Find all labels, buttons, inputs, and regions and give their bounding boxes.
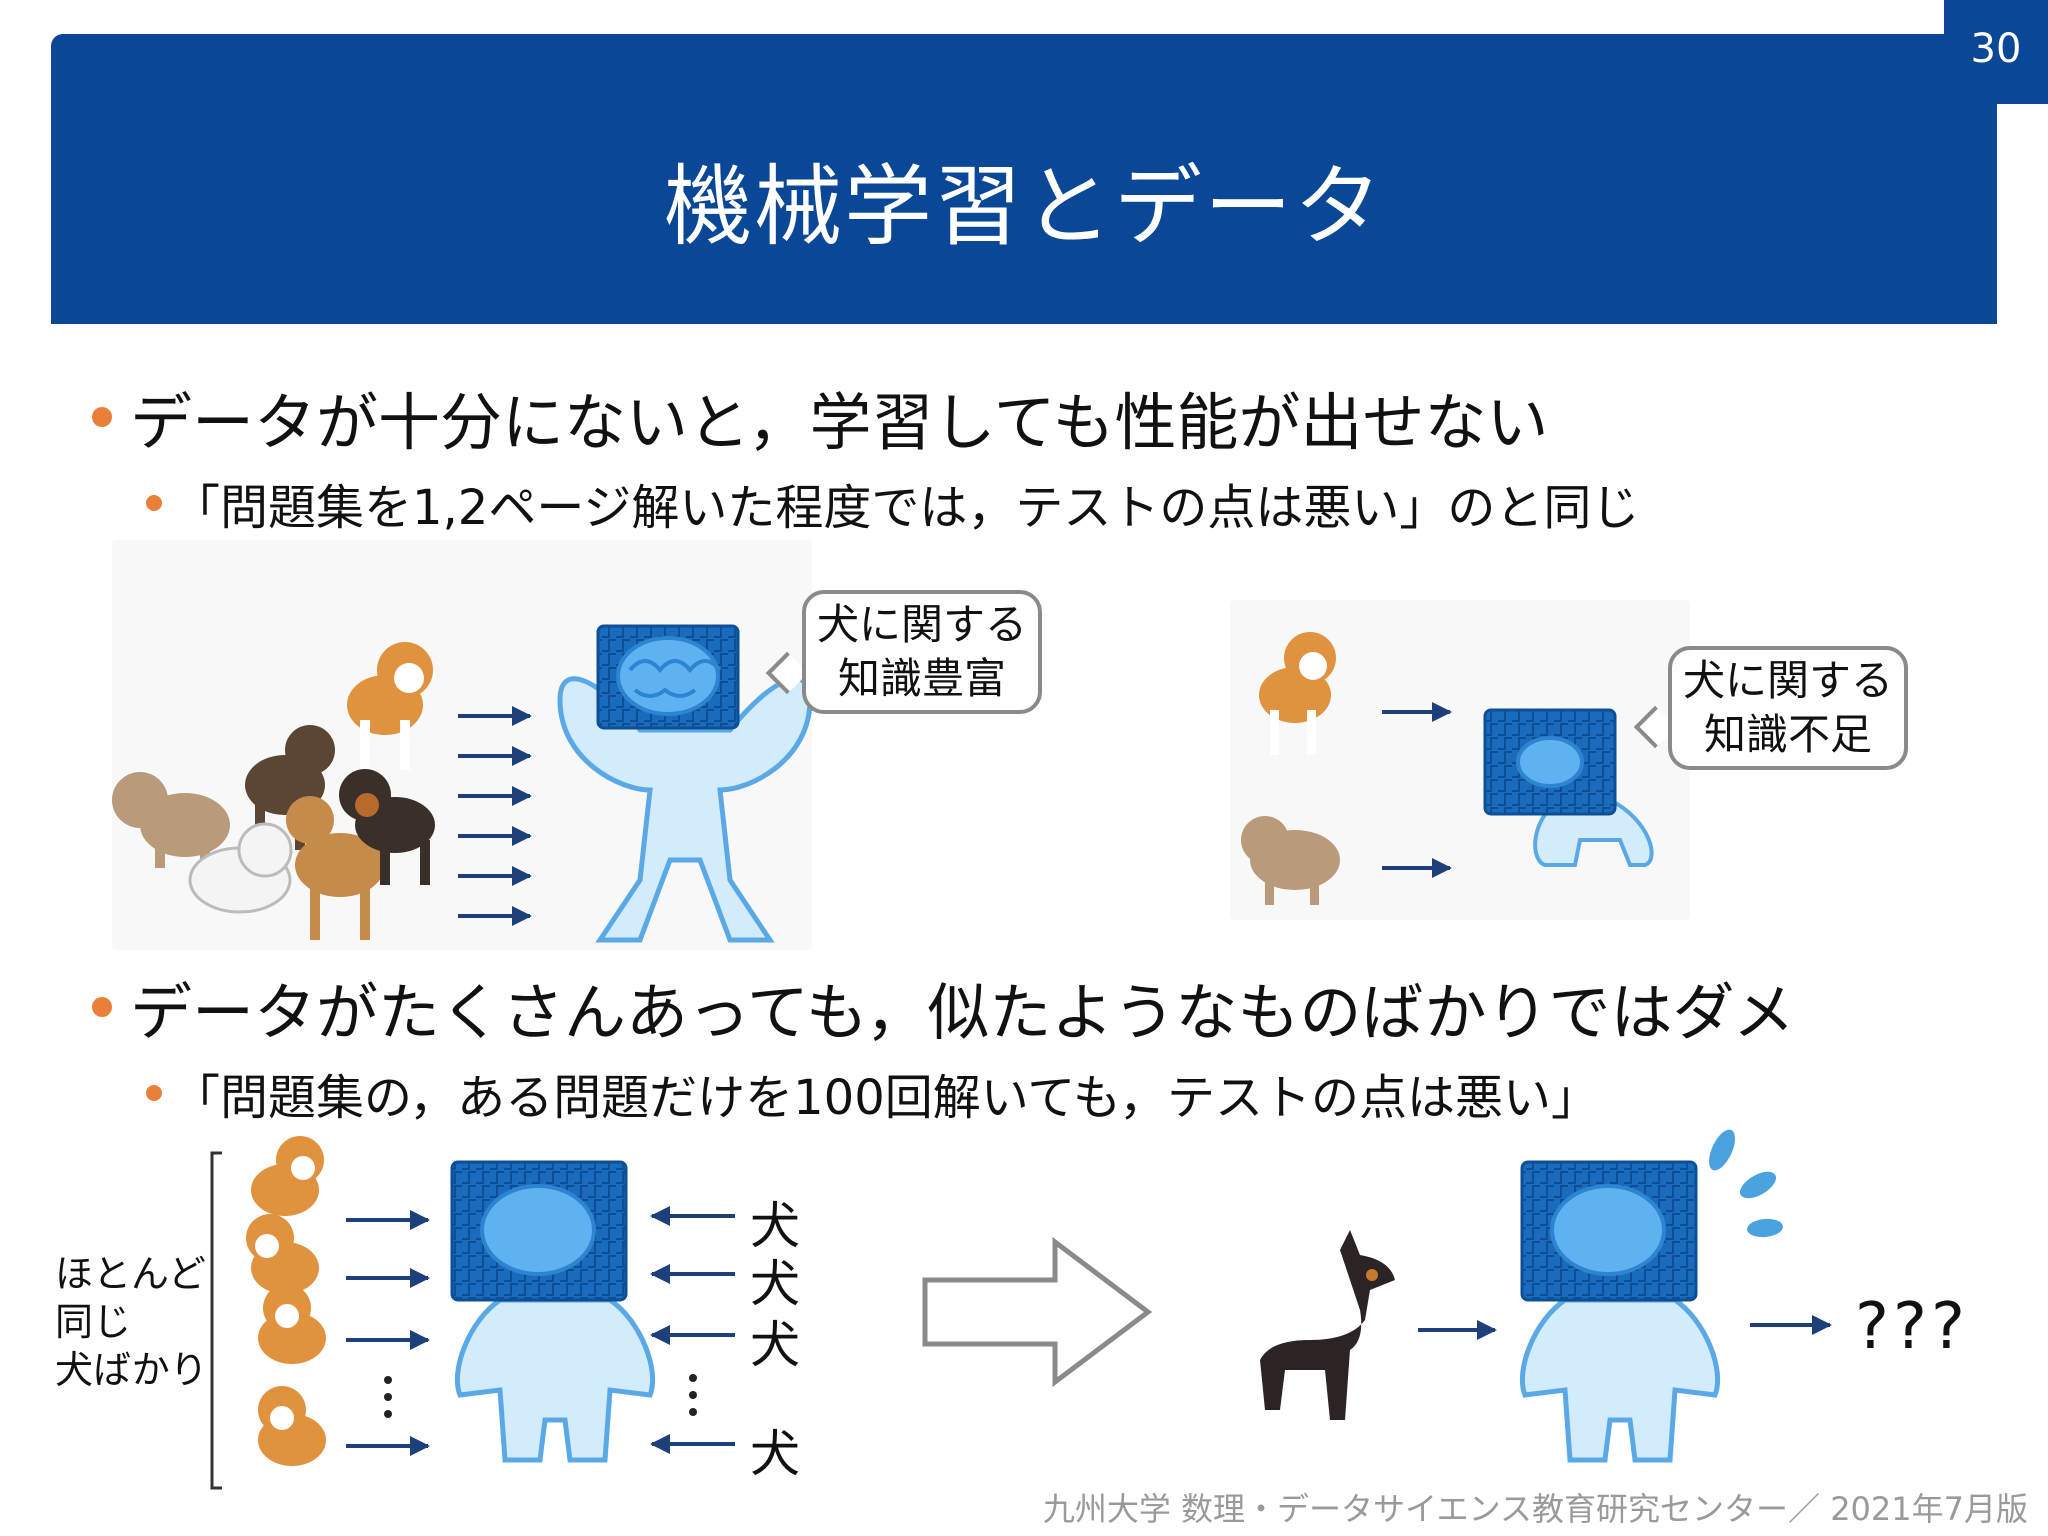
confused-robot-icon	[1519, 1160, 1721, 1463]
speech-bubble-poor: 犬に関する 知識不足	[1668, 646, 1908, 770]
label-arrows	[650, 1206, 735, 1454]
sub-bullet-2: 「問題集の，ある問題だけを100回解いても，テストの点は悪い」	[146, 1058, 1599, 1128]
dog-icon	[339, 769, 435, 885]
side-label-line: ほとんど	[55, 1252, 206, 1296]
dog-icon	[258, 1386, 326, 1466]
sub-bullet-1: 「問題集を1,2ページ解いた程度では，テストの点は悪い」のと同じ	[146, 468, 1639, 538]
sub-bullet-2-text: 「問題集の，ある問題だけを100回解いても，テストの点は悪い」	[172, 1070, 1599, 1126]
weak-robot-icon	[1483, 708, 1654, 867]
input-arrows-few	[1382, 702, 1452, 878]
speech-bubble-rich: 犬に関する 知識豊富	[802, 590, 1042, 714]
bullet-dot	[92, 997, 112, 1017]
big-right-arrow-icon	[922, 1236, 1153, 1388]
page-number: 30	[1970, 26, 2022, 72]
same-dog-column	[246, 1136, 326, 1466]
bracket	[210, 1151, 222, 1490]
input-arrows	[458, 706, 532, 926]
side-label: ほとんど 同じ 犬ばかり	[55, 1250, 208, 1394]
dog-label: 犬	[750, 1255, 800, 1313]
dog-group-many	[112, 642, 435, 940]
side-label-line: 同じ	[55, 1300, 132, 1344]
sub-bullet-1-text: 「問題集を1,2ページ解いた程度では，テストの点は悪い」のと同じ	[172, 480, 1640, 536]
bubble-line: 犬に関する	[816, 600, 1027, 649]
dog-icon	[112, 772, 230, 868]
bullet-1: データが十分にないと，学習しても性能が出せない	[92, 372, 1549, 462]
side-label-line: 犬ばかり	[55, 1348, 208, 1392]
dog-label: 犬	[750, 1425, 800, 1483]
dog-icon	[1241, 816, 1340, 905]
bullet-2-text: データがたくさんあっても，似たようなものばかりではダメ	[130, 976, 1795, 1049]
doberman-dog-icon	[1260, 1230, 1395, 1420]
dog-icon	[286, 796, 385, 940]
bubble-line: 知識不足	[1703, 710, 1872, 759]
dog-label: 犬	[750, 1316, 800, 1374]
training-robot-icon	[450, 1160, 656, 1463]
dog-icon	[251, 1136, 324, 1216]
bubble-line: 知識豊富	[837, 654, 1006, 703]
footer: 九州大学 数理・データサイエンス教育研究センター／ 2021年7月版	[1042, 1490, 2028, 1528]
sweat-drops-icon	[1709, 1129, 1783, 1238]
page-number-box	[1944, 0, 2048, 104]
vertical-ellipsis-right	[689, 1374, 697, 1416]
dog-icon	[1259, 632, 1336, 755]
dog-label: 犬	[750, 1197, 800, 1255]
dog-icon	[258, 1284, 326, 1364]
bubble-line: 犬に関する	[1682, 656, 1893, 705]
dog-group-few	[1241, 632, 1340, 905]
dog-icon	[246, 1214, 319, 1294]
slide-title: 機械学習とデータ	[663, 155, 1384, 258]
bullet-dot	[146, 1085, 162, 1101]
bullet-1-text: データが十分にないと，学習しても性能が出せない	[130, 386, 1549, 459]
result-unknown: ???	[1855, 1290, 1969, 1364]
bullet-dot	[92, 407, 112, 427]
bullet-2: データがたくさんあっても，似たようなものばかりではダメ	[92, 962, 1795, 1052]
dog-icon	[347, 642, 433, 770]
strong-robot-icon	[557, 624, 813, 943]
bullet-dot	[146, 495, 162, 511]
dog-icon	[188, 822, 293, 914]
vertical-ellipsis-left	[384, 1376, 392, 1418]
title-bar	[51, 34, 1997, 324]
input-arrows-same	[346, 1210, 430, 1456]
